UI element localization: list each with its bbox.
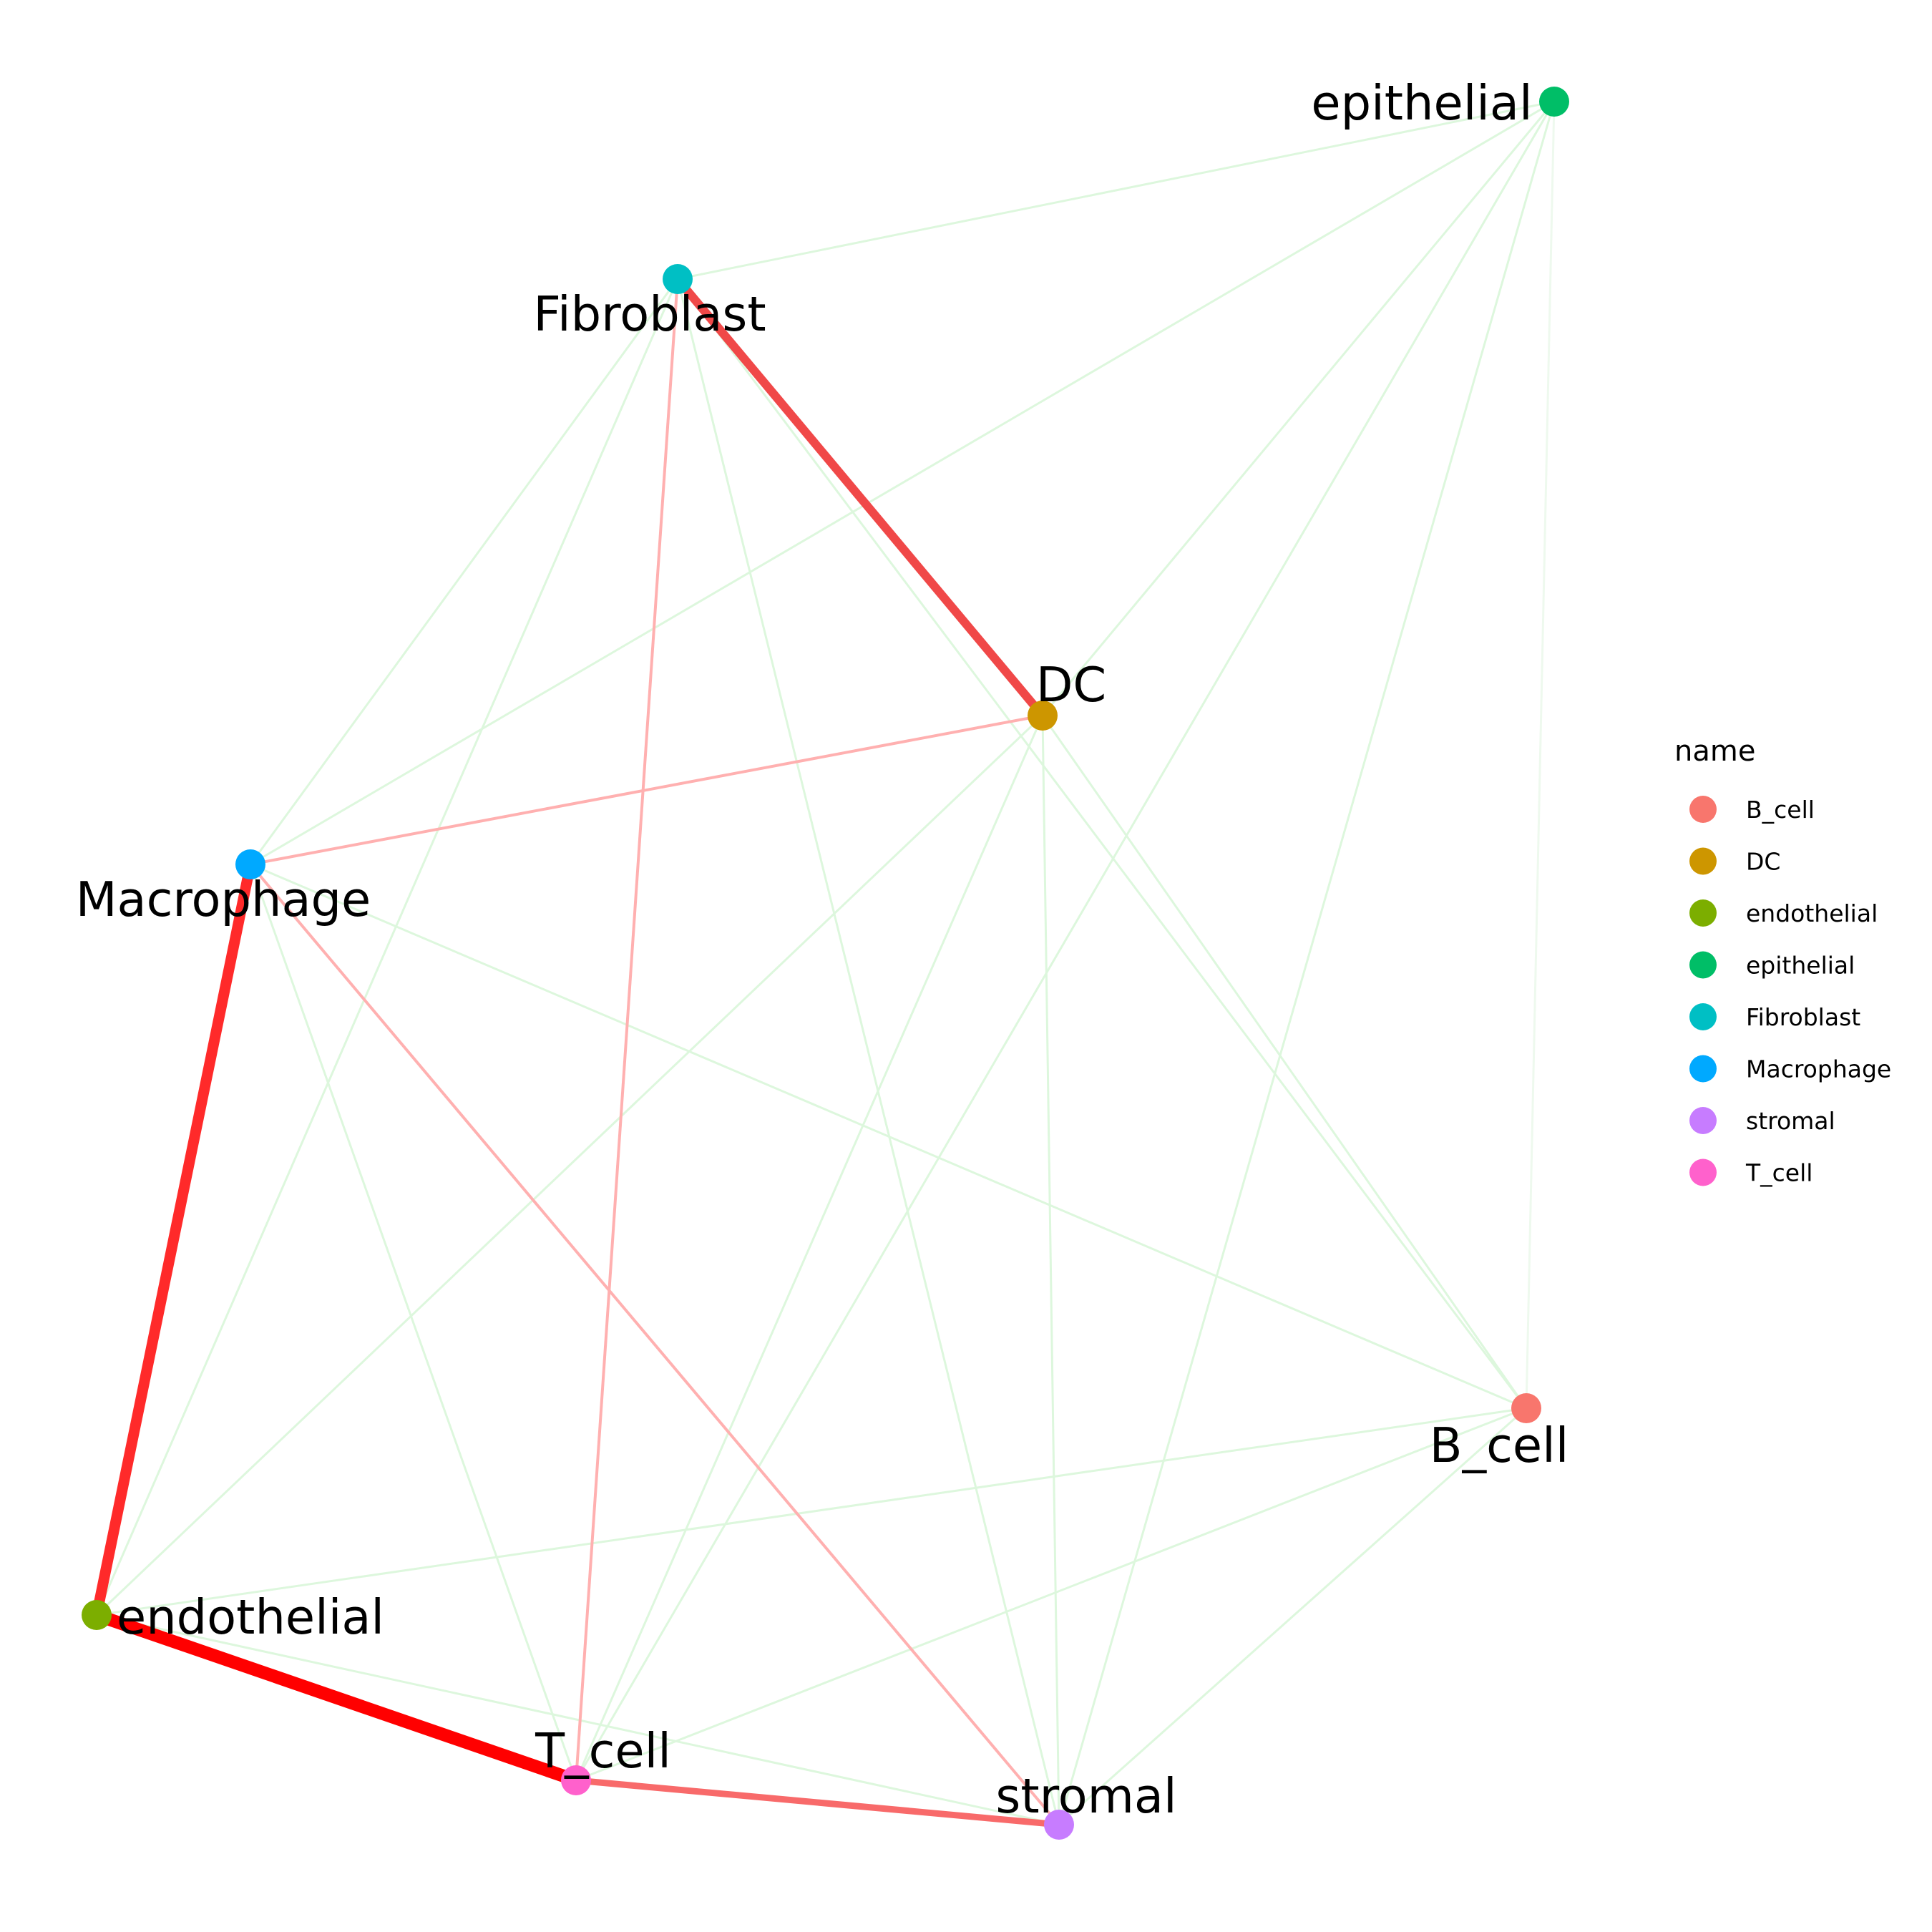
node-label-B_cell: B_cell <box>1430 1418 1569 1473</box>
legend-key-stromal <box>1689 1107 1717 1134</box>
legend-key-B_cell <box>1689 796 1717 823</box>
legend-key-epithelial <box>1689 951 1717 979</box>
edge-Fibroblast-epithelial <box>677 100 1555 280</box>
legend-label-endothelial: endothelial <box>1746 899 1878 927</box>
edge-DC-stromal <box>1041 715 1060 1825</box>
edge-epithelial-stromal <box>1058 101 1556 1825</box>
edge-Macrophage-stromal <box>249 863 1060 1826</box>
legend-key-endothelial <box>1689 899 1717 927</box>
edge-stromal-B_cell <box>1058 1407 1527 1826</box>
edge-Macrophage-B_cell <box>250 863 1527 1410</box>
legend-key-DC <box>1689 847 1717 875</box>
edge-endothelial-B_cell <box>96 1407 1527 1616</box>
node-label-DC: DC <box>1036 657 1106 713</box>
edge-Fibroblast-stromal <box>676 278 1060 1825</box>
node-Fibroblast <box>663 264 693 294</box>
edge-epithelial-B_cell <box>1525 101 1556 1409</box>
node-Macrophage <box>235 849 265 879</box>
edge-DC-T_cell <box>575 715 1044 1781</box>
legend-key-T_cell <box>1689 1158 1717 1186</box>
edge-T_cell-stromal <box>575 1777 1060 1828</box>
edge-Fibroblast-DC <box>674 276 1046 718</box>
edge-epithelial-Macrophage <box>250 100 1555 866</box>
edge-Fibroblast-B_cell <box>676 278 1528 1409</box>
edge-epithelial-DC <box>1041 101 1556 716</box>
edge-Macrophage-endothelial <box>91 863 256 1616</box>
node-stromal <box>1044 1810 1074 1840</box>
legend-label-stromal: stromal <box>1746 1107 1835 1135</box>
legend-label-epithelial: epithelial <box>1746 952 1855 980</box>
edge-T_cell-B_cell <box>575 1407 1527 1782</box>
labels-layer: B_cell DC endothelial epithelialFibroblastM… <box>76 75 1569 1824</box>
legend-label-T_cell: T_cell <box>1745 1159 1813 1187</box>
node-epithelial <box>1539 87 1569 117</box>
legend-title: name <box>1674 735 1755 768</box>
edge-epithelial-T_cell <box>575 101 1556 1781</box>
edges-layer <box>91 100 1556 1828</box>
node-label-endothelial: endothelial <box>117 1589 384 1645</box>
node-label-T_cell: T_cell <box>535 1723 671 1779</box>
legend-key-Macrophage <box>1689 1055 1717 1083</box>
node-T_cell <box>561 1765 591 1795</box>
edge-endothelial-stromal <box>96 1614 1060 1826</box>
legend-label-Fibroblast: Fibroblast <box>1746 1003 1860 1031</box>
edge-DC-endothelial <box>95 714 1044 1616</box>
node-label-epithelial: epithelial <box>1311 75 1532 131</box>
edge-Macrophage-T_cell <box>249 864 577 1781</box>
edge-DC-B_cell <box>1041 715 1528 1409</box>
node-label-Macrophage: Macrophage <box>76 872 371 927</box>
legend-label-B_cell: B_cell <box>1746 796 1815 824</box>
nodes-layer <box>82 87 1569 1840</box>
node-DC <box>1028 701 1058 731</box>
legend-key-Fibroblast <box>1689 1003 1717 1030</box>
edge-endothelial-T_cell <box>94 1609 578 1787</box>
node-endothelial <box>82 1600 112 1630</box>
edge-Fibroblast-Macrophage <box>249 278 679 865</box>
node-label-stromal: stromal <box>995 1768 1176 1824</box>
legend-label-DC: DC <box>1746 848 1780 876</box>
edge-Fibroblast-T_cell <box>575 278 679 1781</box>
node-B_cell <box>1511 1393 1541 1423</box>
edge-Fibroblast-endothelial <box>95 278 679 1616</box>
legend-label-Macrophage: Macrophage <box>1746 1055 1891 1083</box>
node-label-Fibroblast: Fibroblast <box>533 286 766 342</box>
edge-DC-Macrophage <box>250 714 1043 866</box>
